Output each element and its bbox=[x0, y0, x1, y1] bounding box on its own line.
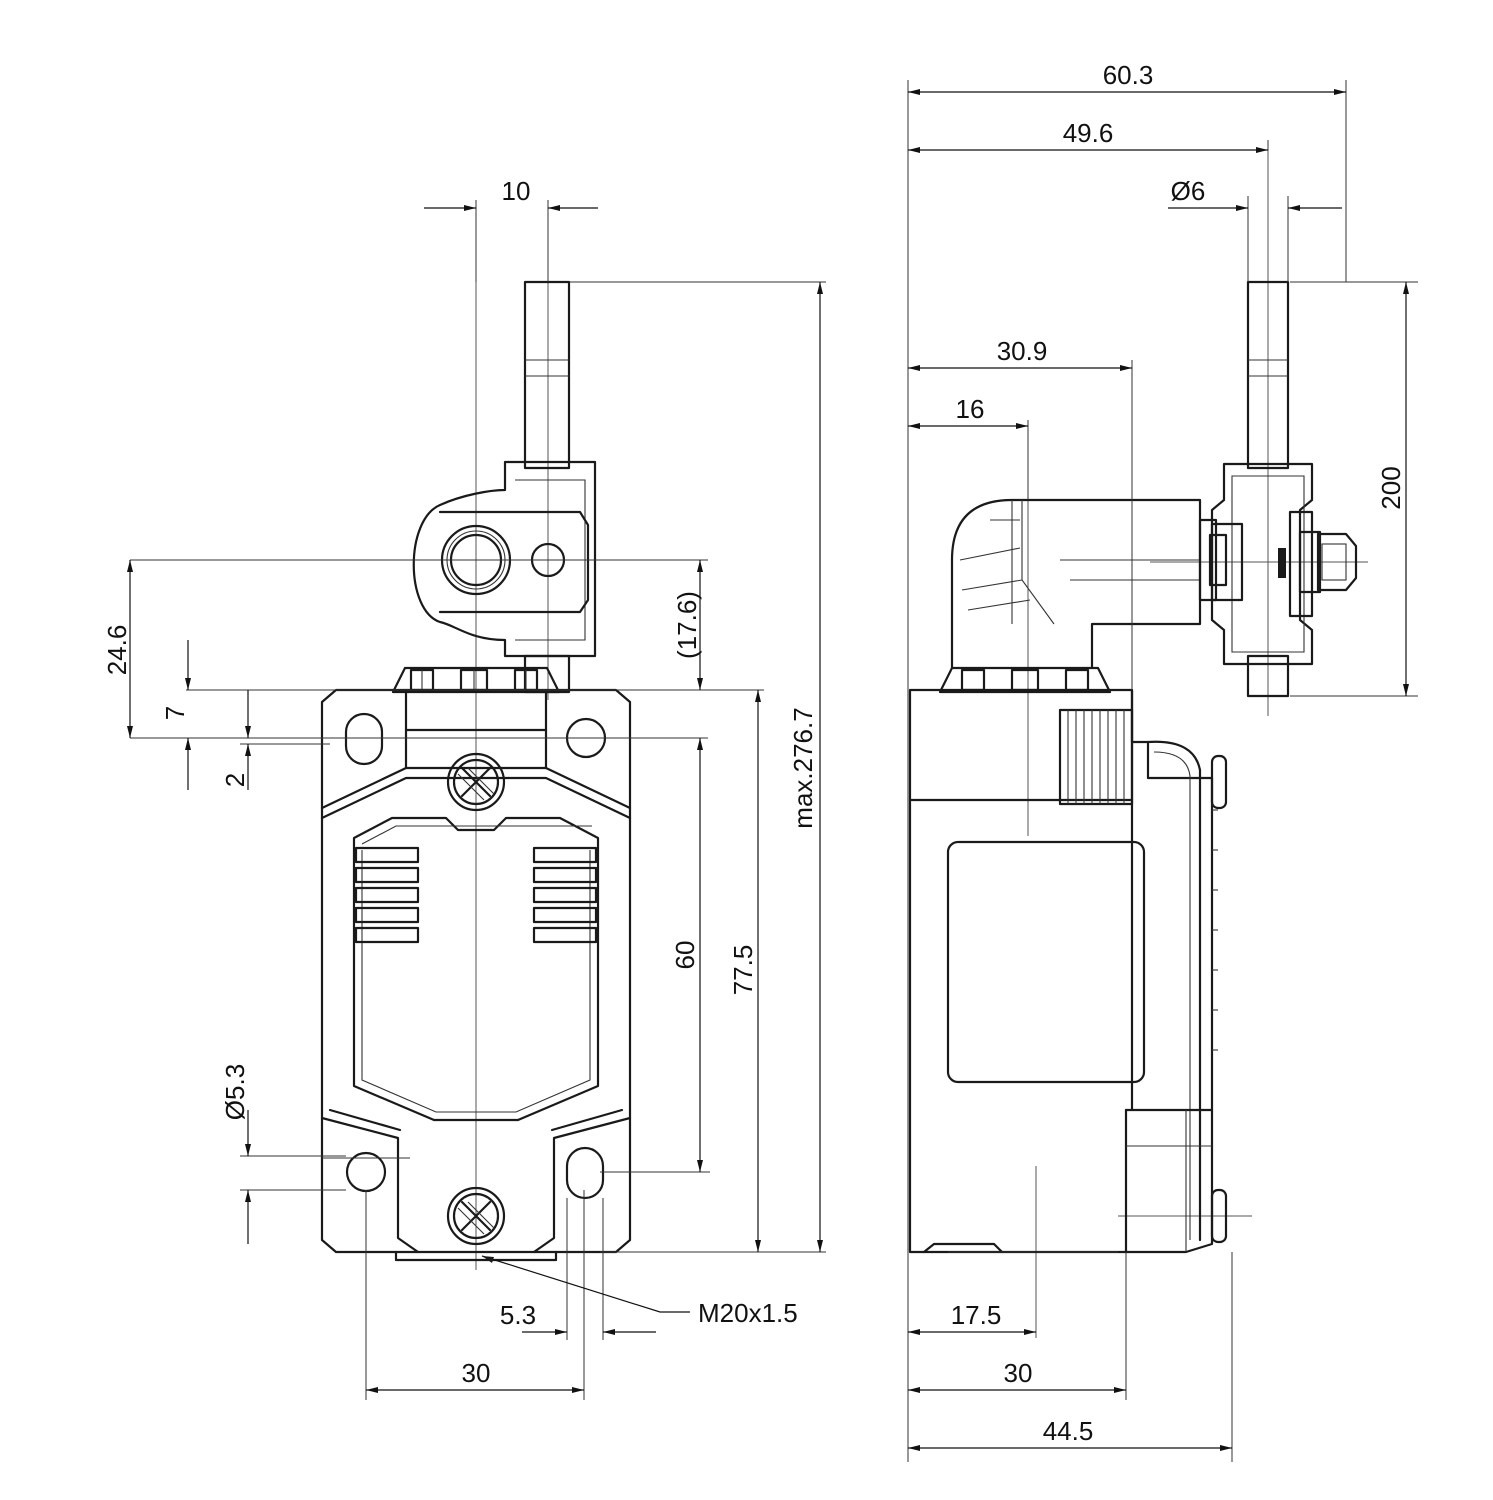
dim-30-9-label: 30.9 bbox=[997, 336, 1048, 366]
side-rod bbox=[1246, 280, 1290, 698]
dim-max-276-7-label: max.276.7 bbox=[788, 707, 818, 828]
dim-30-front-label: 30 bbox=[462, 1358, 491, 1388]
dim-5-3-label: 5.3 bbox=[500, 1300, 536, 1330]
dim-77-5-label: 77.5 bbox=[728, 945, 758, 996]
actuator-rod bbox=[523, 280, 571, 694]
dim-60-3-label: 60.3 bbox=[1103, 60, 1154, 90]
dim-d6-label: Ø6 bbox=[1171, 176, 1206, 206]
side-lever-clamp bbox=[1210, 462, 1358, 666]
dim-10-label: 10 bbox=[502, 176, 531, 206]
side-housing bbox=[908, 688, 1228, 1254]
dim-d5-3-label: Ø5.3 bbox=[220, 1064, 250, 1120]
side-view bbox=[907, 80, 1418, 1462]
lever-arm bbox=[412, 460, 597, 658]
dim-17-6-label: (17.6) bbox=[672, 591, 702, 659]
vent-slots-right bbox=[532, 846, 598, 944]
dim-2-label: 2 bbox=[220, 773, 250, 787]
dim-24-6-label: 24.6 bbox=[102, 625, 132, 676]
screw-top bbox=[446, 752, 506, 812]
side-head-base bbox=[938, 666, 1112, 694]
front-extension-lines bbox=[130, 200, 826, 1400]
side-extension-lines bbox=[907, 80, 1418, 1462]
side-dimensions: 60.3 49.6 Ø6 30.9 16 200 17.5 30 44.5 bbox=[908, 60, 1409, 1451]
dim-16-label: 16 bbox=[956, 394, 985, 424]
dim-44-5-label: 44.5 bbox=[1043, 1416, 1094, 1446]
dim-17-5-label: 17.5 bbox=[951, 1300, 1002, 1330]
dim-49-6-label: 49.6 bbox=[1063, 118, 1114, 148]
dim-60-label: 60 bbox=[670, 941, 700, 970]
vent-slots-left bbox=[354, 846, 420, 944]
front-view bbox=[130, 200, 826, 1400]
dim-7-label: 7 bbox=[160, 706, 190, 720]
thread-label: M20x1.5 bbox=[698, 1298, 798, 1328]
front-dimensions: 10 24.6 7 2 (17.6) 60 77.5 max.276.7 Ø5.… bbox=[102, 176, 823, 1393]
dim-30-side-label: 30 bbox=[1004, 1358, 1033, 1388]
dim-200-label: 200 bbox=[1376, 466, 1406, 509]
side-actuator-head bbox=[950, 498, 1228, 670]
screw-bottom bbox=[446, 1186, 506, 1246]
thread-base bbox=[394, 1250, 558, 1262]
